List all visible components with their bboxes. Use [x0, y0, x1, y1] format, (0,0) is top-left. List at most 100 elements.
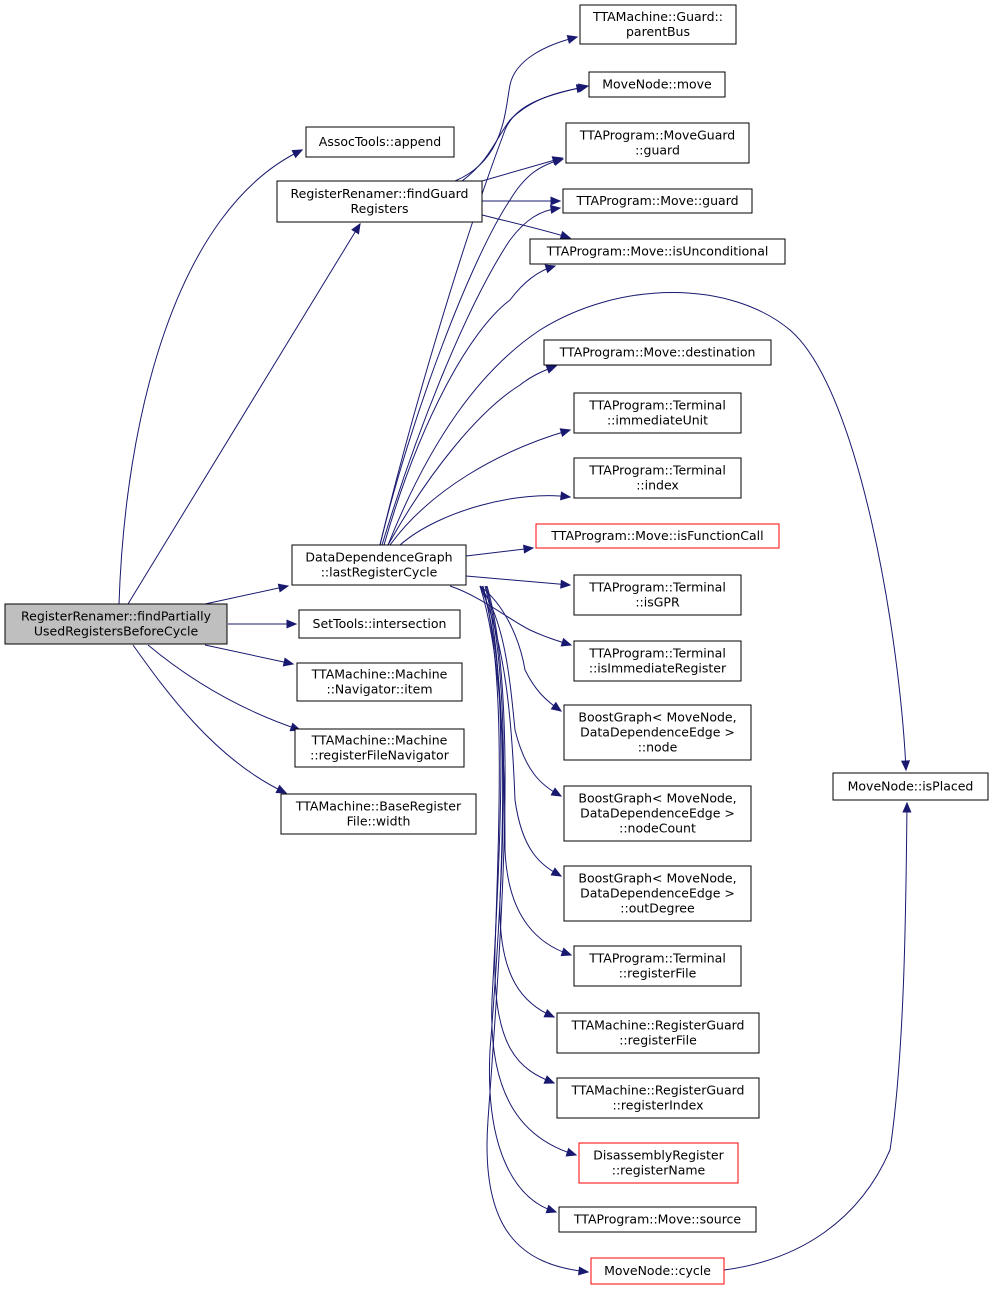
- node-isuncond[interactable]: TTAProgram::Move::isUnconditional: [529, 238, 786, 265]
- edge-arrowhead: [545, 1204, 558, 1214]
- edge-line: [449, 585, 572, 646]
- node-termrf[interactable]: TTAProgram::Terminal::registerFile: [573, 945, 742, 987]
- edge-fgr-to-moveguard: [482, 196, 562, 206]
- node-box: [294, 728, 465, 768]
- node-box: [556, 1077, 760, 1119]
- node-isplaced[interactable]: MoveNode::isPlaced: [832, 772, 989, 801]
- node-label-line: ::registerName: [612, 1163, 706, 1178]
- node-assoc[interactable]: AssocTools::append: [305, 126, 455, 158]
- node-box: [556, 1012, 760, 1054]
- node-index[interactable]: TTAProgram::Terminal::index: [573, 457, 742, 499]
- node-dest[interactable]: TTAProgram::Move::destination: [543, 339, 772, 366]
- node-label-line: TTAProgram::Move::isFunctionCall: [550, 528, 763, 543]
- node-label-line: ::isImmediateRegister: [589, 661, 727, 676]
- node-box: [4, 603, 228, 645]
- edge-ddg-to-cycle: [486, 585, 590, 1276]
- node-source[interactable]: TTAProgram::Move::source: [558, 1206, 757, 1233]
- node-disreg[interactable]: DisassemblyRegister::registerName: [578, 1142, 739, 1184]
- node-mgguard[interactable]: TTAProgram::MoveGuard::guard: [565, 122, 750, 164]
- node-label-line: BoostGraph< MoveNode,: [578, 710, 736, 725]
- node-box: [590, 1257, 725, 1285]
- node-cycle[interactable]: MoveNode::cycle: [590, 1257, 725, 1285]
- node-label-line: DataDependenceEdge >: [580, 886, 735, 901]
- node-bgnode[interactable]: BoostGraph< MoveNode,DataDependenceEdge …: [563, 704, 752, 761]
- edge-ddg-to-isplaced: [387, 292, 911, 772]
- node-label-line: TTAProgram::Terminal: [588, 398, 726, 413]
- edge-arrowhead: [550, 196, 562, 206]
- edge-ddg-to-dest: [387, 365, 558, 546]
- edge-ddg-to-disreg: [484, 585, 578, 1157]
- node-settools[interactable]: SetTools::intersection: [298, 609, 461, 639]
- node-box: [562, 188, 753, 214]
- node-box: [573, 945, 742, 987]
- node-label-line: TTAProgram::Terminal: [588, 580, 726, 595]
- edge-ddg-to-moveguard: [381, 204, 562, 546]
- edge-arrowhead: [545, 365, 558, 374]
- node-mnmove[interactable]: MoveNode::move: [588, 71, 726, 98]
- node-box: [298, 609, 461, 639]
- node-label-line: TTAProgram::Terminal: [588, 463, 726, 478]
- edge-line: [127, 223, 361, 605]
- edge-arrowhead: [277, 583, 290, 593]
- node-ddg[interactable]: DataDependenceGraph::lastRegisterCycle: [291, 544, 467, 586]
- node-label-line: ::lastRegisterCycle: [321, 565, 438, 580]
- node-label-line: ::registerFile: [619, 1033, 697, 1048]
- node-label-line: MoveNode::move: [602, 77, 712, 92]
- edge-arrowhead: [552, 157, 565, 166]
- edge-root-to-navitem: [204, 644, 295, 667]
- node-navitem[interactable]: TTAMachine::Machine::Navigator::item: [296, 662, 463, 702]
- node-box: [529, 238, 786, 265]
- edge-ddg-to-immunit: [389, 428, 572, 546]
- edge-arrowhead: [550, 867, 563, 877]
- node-label-line: ::isGPR: [635, 595, 680, 610]
- node-label-line: TTAProgram::Move::destination: [559, 345, 756, 360]
- edge-arrowhead: [544, 264, 557, 274]
- node-box: [305, 126, 455, 158]
- edge-arrowhead: [566, 35, 579, 44]
- node-parentbus[interactable]: TTAMachine::Guard::parentBus: [579, 4, 737, 45]
- node-box: [291, 544, 467, 586]
- edge-arrowhead: [549, 204, 562, 214]
- node-immunit[interactable]: TTAProgram::Terminal::immediateUnit: [573, 392, 742, 434]
- node-label-line: TTAProgram::Move::guard: [575, 193, 738, 208]
- node-label-line: SetTools::intersection: [313, 616, 447, 631]
- node-isfc[interactable]: TTAProgram::Move::isFunctionCall: [535, 523, 780, 549]
- edge-arrowhead: [560, 637, 573, 647]
- edge-ddg-to-rgrf: [481, 585, 556, 1018]
- call-graph-edges: [118, 35, 912, 1276]
- edge-root-to-brfwidth: [132, 644, 288, 794]
- node-box: [578, 1142, 739, 1184]
- edge-root-to-rfnav: [147, 644, 302, 732]
- node-label-line: BoostGraph< MoveNode,: [578, 871, 736, 886]
- node-label-line: ::outDegree: [620, 901, 695, 916]
- node-rfnav[interactable]: TTAMachine::Machine::registerFileNavigat…: [294, 728, 465, 768]
- node-label-line: TTAMachine::Machine: [311, 667, 448, 682]
- edge-line: [383, 265, 556, 546]
- node-root[interactable]: RegisterRenamer::findPartiallyUsedRegist…: [4, 603, 228, 645]
- edge-arrowhead: [560, 579, 572, 589]
- node-label-line: UsedRegistersBeforeCycle: [34, 624, 199, 639]
- node-bgout[interactable]: BoostGraph< MoveNode,DataDependenceEdge …: [563, 865, 752, 922]
- node-isimmreg[interactable]: TTAProgram::Terminal::isImmediateRegiste…: [573, 640, 742, 682]
- edge-fgr-to-parentbus: [454, 35, 579, 182]
- node-bgcount[interactable]: BoostGraph< MoveNode,DataDependenceEdge …: [563, 785, 752, 842]
- node-moveguard[interactable]: TTAProgram::Move::guard: [562, 188, 753, 214]
- node-label-line: TTAProgram::MoveGuard: [579, 128, 735, 143]
- node-rgri[interactable]: TTAMachine::RegisterGuard::registerIndex: [556, 1077, 760, 1119]
- edge-ddg-to-bgcount: [479, 585, 563, 797]
- node-label-line: TTAMachine::BaseRegister: [295, 799, 462, 814]
- edge-ddg-to-isfc: [465, 544, 535, 557]
- node-isgpr[interactable]: TTAProgram::Terminal::isGPR: [573, 574, 742, 616]
- node-box: [563, 785, 752, 842]
- edge-arrowhead: [550, 787, 563, 797]
- edge-arrowhead: [565, 1147, 578, 1157]
- node-box: [563, 704, 752, 761]
- node-rgrf[interactable]: TTAMachine::RegisterGuard::registerFile: [556, 1012, 760, 1054]
- edge-line: [481, 157, 563, 182]
- edge-arrowhead: [560, 491, 572, 501]
- node-label-line: ::node: [638, 740, 678, 755]
- edge-line: [204, 644, 294, 665]
- node-box: [535, 523, 780, 549]
